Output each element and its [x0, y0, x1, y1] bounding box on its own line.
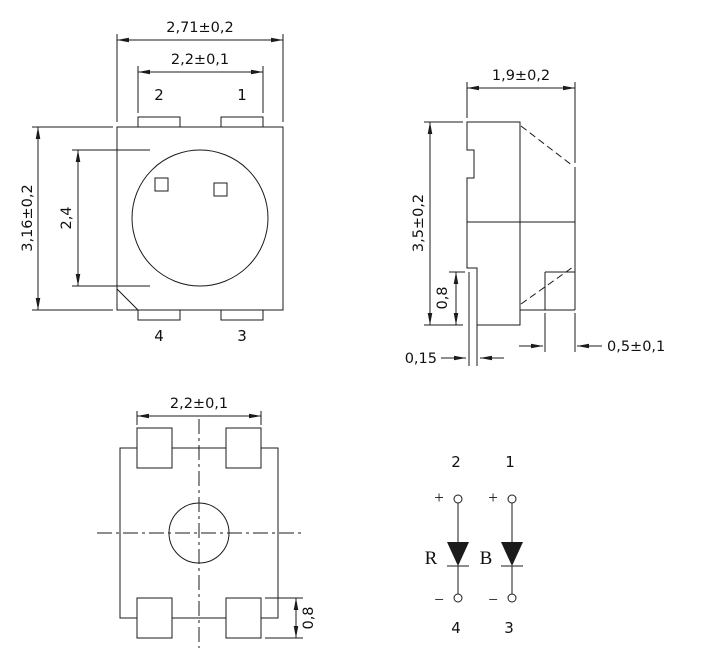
- dim-depth-label: 1,9±0,2: [492, 68, 550, 84]
- top-left-pad: [137, 116, 181, 128]
- solder-pad-top-left: [136, 427, 173, 469]
- dim-lead-thickness-label: 0,15: [405, 351, 437, 367]
- dim-foot-length-label: 0,5±0,1: [607, 339, 665, 355]
- solder-pad-top-right: [225, 427, 262, 469]
- anode-terminal-right: [507, 494, 517, 504]
- dim-lead-height-label: 0,8: [435, 286, 451, 309]
- minus-sign-right: −: [488, 590, 498, 609]
- pin-3-label: 3: [237, 327, 247, 345]
- pin-1-label: 1: [237, 86, 247, 104]
- bottom-left-pad: [137, 309, 181, 321]
- schematic-pin-1-label: 1: [505, 453, 515, 471]
- cathode-terminal-right: [507, 593, 517, 603]
- side-view: 1,9±0,2 3,5±0,2 0,8 0,15 0,5±0,1: [405, 68, 666, 367]
- side-view-dimension-lines: [424, 82, 602, 361]
- schematic-pin-4-label: 4: [451, 619, 461, 637]
- circuit-schematic: 2 + − R 4 1 + − B 3: [425, 453, 523, 637]
- pin-4-label: 4: [154, 327, 164, 345]
- solder-pad-bottom-left: [136, 597, 173, 639]
- plus-sign-left: +: [434, 488, 444, 507]
- cathode-terminal-left: [453, 593, 463, 603]
- front-view-outline: [116, 116, 284, 321]
- dim-bottom-pad-span-label: 2,2±0,1: [170, 396, 228, 412]
- bottom-view: 2,2±0,1 0,8: [97, 396, 317, 648]
- dim-total-height-label: 3,16±0,2: [20, 184, 36, 252]
- dim-pad-span-label: 2,2±0,1: [171, 52, 229, 68]
- diode-triangle-right: [501, 542, 523, 566]
- pin-2-label: 2: [154, 86, 164, 104]
- side-body-front-flange: [466, 121, 521, 326]
- bottom-view-outline: [97, 419, 301, 648]
- anode-terminal-left: [453, 494, 463, 504]
- dim-total-width-label: 2,71±0,2: [166, 20, 234, 36]
- schematic-pin-3-label: 3: [504, 619, 514, 637]
- minus-sign-left: −: [434, 590, 444, 609]
- diode-label-b: B: [480, 548, 493, 569]
- dim-height-label: 3,5±0,2: [411, 194, 427, 252]
- bottom-view-dimension-lines: [136, 411, 303, 639]
- chip-right: [213, 182, 228, 197]
- side-view-outline: [466, 121, 576, 366]
- blue-diode-symbol: 1 + − B 3: [480, 453, 523, 637]
- hidden-edge-bottom: [520, 266, 574, 305]
- hidden-edge-top: [520, 125, 574, 167]
- plus-sign-right: +: [488, 488, 498, 507]
- front-view-dimension-lines: [32, 34, 284, 311]
- bottom-right-pad: [220, 309, 264, 321]
- package-body: [116, 126, 284, 311]
- solder-pad-bottom-right: [225, 597, 262, 639]
- dim-bottom-pad-height-label: 0,8: [301, 606, 317, 629]
- top-right-pad: [220, 116, 264, 128]
- red-diode-symbol: 2 + − R 4: [425, 453, 469, 637]
- diode-label-r: R: [425, 548, 438, 569]
- diode-triangle-left: [447, 542, 469, 566]
- schematic-pin-2-label: 2: [451, 453, 461, 471]
- front-view: 2,71±0,2 2,2±0,1 3,16±0,2 2,4 2 1 4 3: [20, 20, 284, 345]
- lens-circle: [131, 149, 269, 287]
- cathode-chamfer: [116, 288, 139, 311]
- chip-left: [154, 177, 169, 192]
- dim-lens-diameter-label: 2,4: [59, 206, 75, 229]
